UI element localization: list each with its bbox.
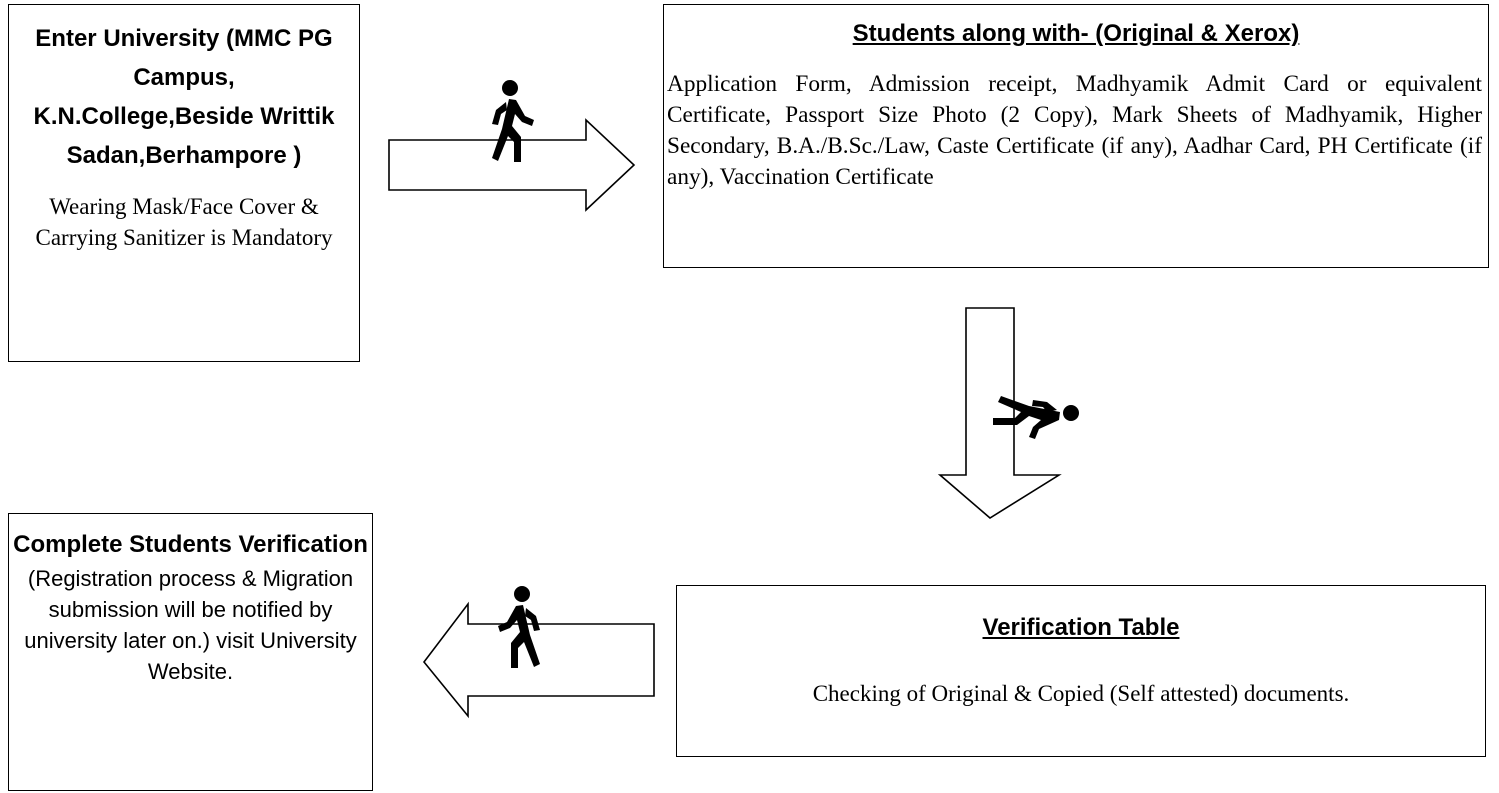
step-documents-title: Students along with- (Original & Xerox) (852, 20, 1300, 47)
walking-person-icon (492, 80, 534, 162)
walking-person-icon (993, 396, 1079, 439)
step-documents-list: Application Form, Admission receipt, Mad… (667, 71, 1482, 190)
step-complete-title: Complete Students Verification (13, 531, 368, 558)
step-complete-body: (Registration process & Migration submis… (24, 566, 357, 684)
step-enter-university-box: Enter University (MMC PG Campus, K.N.Col… (8, 4, 360, 362)
step-complete-box: Complete Students Verification (Registra… (8, 513, 373, 791)
step-verification-title: Verification Table (982, 614, 1180, 641)
step-enter-university-title: Enter University (MMC PG Campus, K.N.Col… (33, 25, 335, 169)
step-verification-body: Checking of Original & Copied (Self atte… (812, 681, 1350, 706)
step-documents-box: Students along with- (Original & Xerox) … (663, 4, 1489, 268)
step-enter-university-note: Wearing Mask/Face Cover & Carrying Sanit… (35, 194, 333, 250)
step-verification-box: Verification Table Checking of Original … (676, 585, 1486, 757)
walking-person-icon (498, 586, 540, 668)
